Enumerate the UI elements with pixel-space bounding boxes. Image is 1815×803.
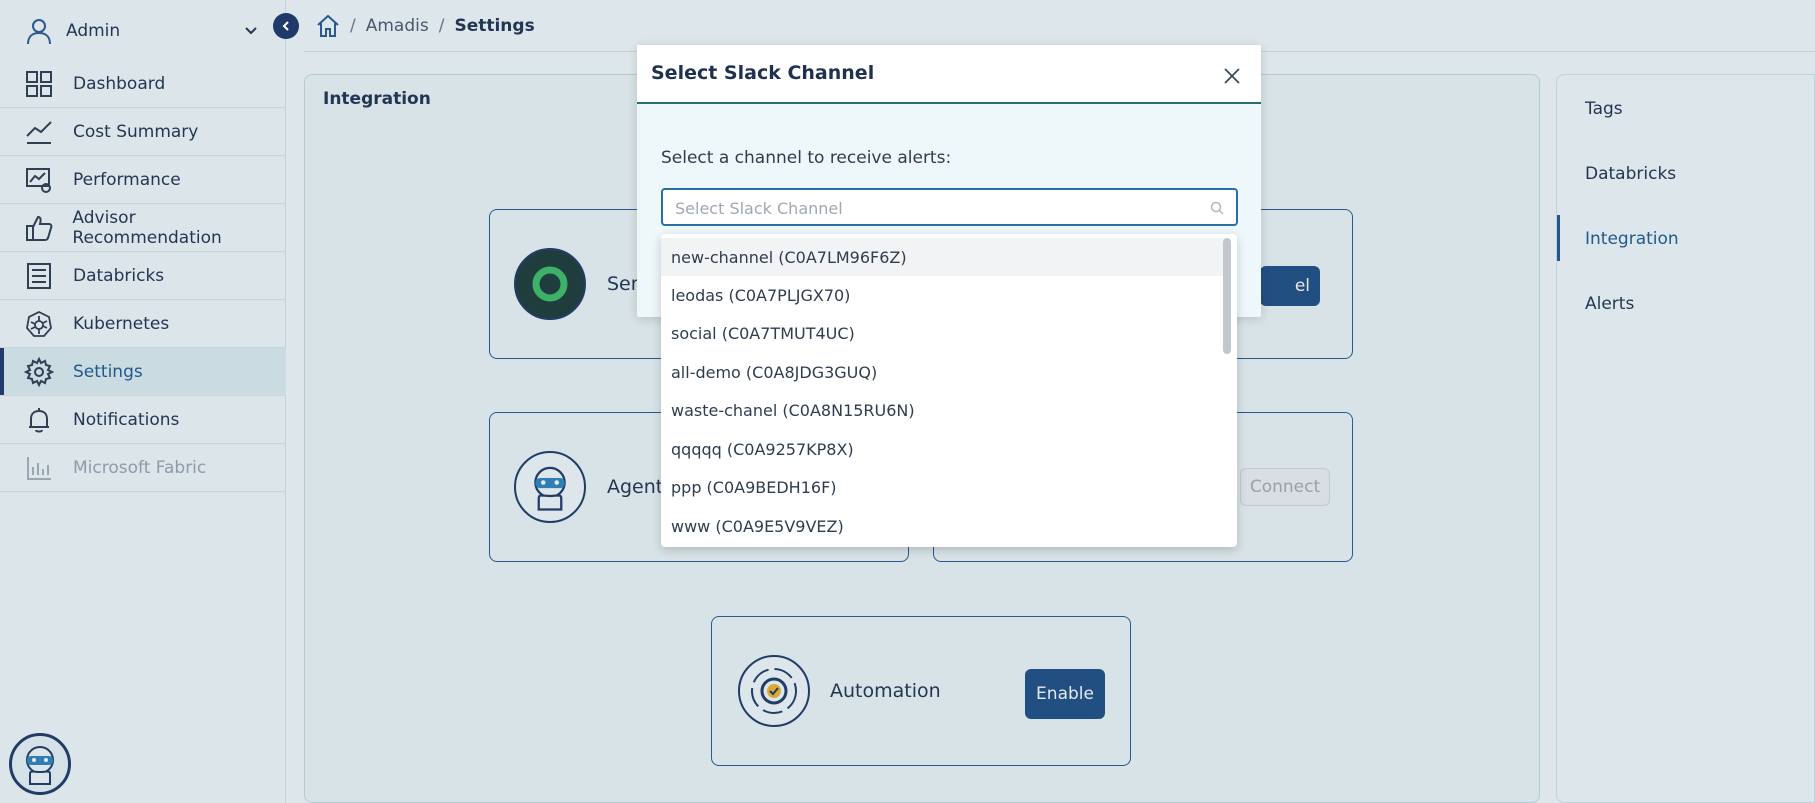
bell-icon [24,405,54,435]
breadcrumb-separator: / [438,15,445,36]
collapse-sidebar-button[interactable] [273,13,299,39]
sidebar-item-label: Dashboard [73,73,166,94]
integration-logo [738,655,810,727]
subnav-item-alerts[interactable]: Alerts [1585,294,1635,314]
subnav-active-indicator [1557,215,1560,261]
channel-option[interactable]: ppp (C0A9BEDH16F) [671,477,837,497]
chevron-left-icon [282,21,289,31]
slack-channel-search-input[interactable] [675,196,1195,220]
home-icon[interactable] [316,14,340,38]
automation-gear-icon [751,668,797,714]
sidebar: Admin Dashboard Cost Summary Performance [0,0,299,803]
breadcrumb-item-amadis[interactable]: Amadis [365,15,429,36]
breadcrumb-separator: / [350,15,356,36]
sidebar-item-databricks[interactable]: Databricks [0,252,286,300]
integration-name: Ser [607,273,639,295]
user-icon [27,19,51,45]
channel-option[interactable]: leodas (C0A7PLJGX70) [671,285,851,305]
dashboard-grid-icon [24,69,54,99]
chevron-down-icon[interactable] [244,26,258,36]
kubernetes-icon [24,309,54,339]
integration-card-automation: Automation Enable [711,616,1131,766]
channel-select-label: Select a channel to receive alerts: [661,148,952,168]
assistant-bot-button[interactable] [9,733,71,795]
sidebar-item-cost-summary[interactable]: Cost Summary [0,108,286,156]
channel-option[interactable]: qqqqq (C0A9257KP8X) [671,439,854,459]
enable-automation-button[interactable]: Enable [1025,669,1105,719]
channel-option[interactable]: www (C0A9E5V9VEZ) [671,516,844,536]
service-logo-icon [532,266,568,302]
integration-action-button[interactable]: el [1260,266,1320,306]
sidebar-item-performance[interactable]: Performance [0,156,286,204]
robot-icon [534,466,566,511]
integration-logo [514,451,586,523]
sidebar-item-settings[interactable]: Settings [0,348,286,396]
sidebar-nav: Dashboard Cost Summary Performance Advis… [0,60,286,492]
connect-button: Connect [1240,468,1330,506]
page-title: Integration [323,89,431,109]
sidebar-item-advisor-recommendation[interactable]: Advisor Recommendation [0,204,286,252]
modal-header: Select Slack Channel [637,45,1261,104]
breadcrumb-item-settings: Settings [454,15,535,36]
sidebar-item-kubernetes[interactable]: Kubernetes [0,300,286,348]
slack-channel-select[interactable] [661,188,1238,226]
sidebar-item-dashboard[interactable]: Dashboard [0,60,286,108]
sidebar-item-label: Performance [73,169,181,190]
bar-chart-icon [24,453,54,483]
dropdown-scrollbar-thumb[interactable] [1223,238,1231,354]
robot-icon [26,746,54,785]
channel-option[interactable]: waste-chanel (C0A8N15RU6N) [671,400,915,420]
subnav-item-integration[interactable]: Integration [1585,229,1679,249]
sidebar-item-microsoft-fabric: Microsoft Fabric [0,444,286,492]
integration-logo [514,248,586,320]
search-icon [1210,201,1224,215]
sidebar-item-label: Databricks [73,265,165,286]
thumbs-up-icon [24,213,53,243]
user-name: Admin [66,21,121,41]
sidebar-item-label: Cost Summary [73,121,199,142]
stack-list-icon [24,261,54,291]
subnav-item-tags[interactable]: Tags [1585,99,1623,119]
channel-option[interactable]: social (C0A7TMUT4UC) [671,323,855,343]
sidebar-item-label: Kubernetes [73,313,170,334]
channel-option[interactable]: new-channel (C0A7LM96F6Z) [661,238,1223,276]
sidebar-item-notifications[interactable]: Notifications [0,396,286,444]
integration-name: Agent [607,476,664,498]
integration-name: Automation [830,680,941,702]
modal-title: Select Slack Channel [651,62,875,84]
user-menu[interactable]: Admin [0,6,286,56]
subnav-item-databricks[interactable]: Databricks [1585,164,1677,184]
sidebar-item-label: Microsoft Fabric [73,457,207,478]
gear-icon [24,356,54,387]
close-icon[interactable] [1223,67,1241,85]
line-chart-icon [24,117,54,147]
sidebar-item-label: Settings [73,361,143,382]
sidebar-item-label: Advisor Recommendation [72,207,222,248]
slack-channel-dropdown: new-channel (C0A7LM96F6Z) leodas (C0A7PL… [661,234,1237,547]
sidebar-item-label: Notifications [73,409,180,430]
monitor-eye-icon [24,165,54,195]
channel-option[interactable]: all-demo (C0A8JDG3GUQ) [671,362,878,382]
